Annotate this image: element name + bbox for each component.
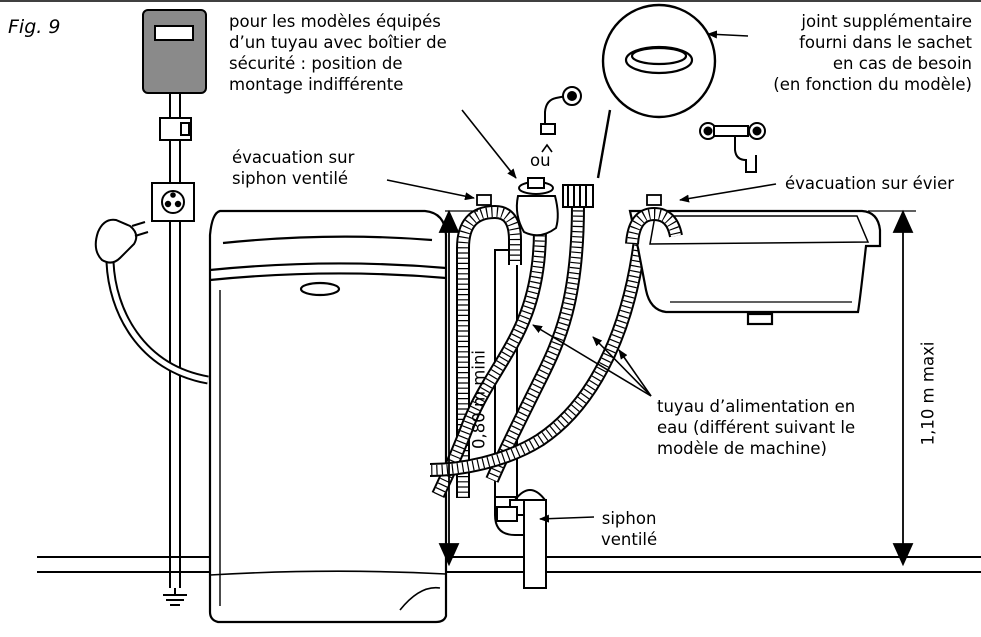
label-line: en cas de besoin (832, 54, 972, 73)
label-line: ventilé (601, 530, 658, 549)
dimension-max (868, 209, 916, 567)
label-or: ou (530, 151, 551, 170)
wall-tap-icon (699, 122, 766, 173)
dimension-min-label: 0,80 m mini (469, 350, 489, 449)
label-safety-box: pour les modèles équipés d’un tuyau avec… (229, 11, 447, 95)
label-line: eau (différent suivant le (657, 418, 856, 437)
sink (628, 209, 882, 326)
dimension-min (438, 209, 478, 567)
label-extra-seal: joint supplémentaire fourni dans le sach… (773, 11, 972, 95)
label-sink-drain: évacuation sur évier (785, 174, 955, 193)
figure-label: Fig. 9 (8, 16, 61, 38)
supply-hoses (429, 204, 647, 498)
label-line: fourni dans le sachet (799, 33, 972, 52)
electric-meter-box (142, 9, 207, 94)
label-line: évacuation sur (232, 148, 355, 167)
earth-ground-icon (163, 588, 187, 606)
label-vented-siphon: siphon ventilé (601, 508, 657, 550)
label-line: joint supplémentaire (801, 12, 972, 31)
label-line: d’un tuyau avec boîtier de (229, 33, 447, 52)
safety-box (515, 177, 559, 237)
floor (37, 556, 981, 573)
label-supply-hose: tuyau d’alimentation en eau (différent s… (657, 396, 855, 459)
label-line: pour les modèles équipés (229, 12, 441, 31)
drain-hose-sink (625, 194, 683, 245)
hose-nut (562, 184, 594, 208)
seal-magnifier (596, 3, 717, 179)
angled-tap-icon (540, 86, 582, 135)
dimension-max-label: 1,10 m maxi (918, 341, 938, 446)
electric-supply (142, 9, 207, 606)
label-vented-siphon-drain: évacuation sur siphon ventilé (232, 147, 354, 189)
lid-handle (299, 281, 341, 297)
or-caret (541, 143, 553, 153)
label-line: siphon (601, 509, 657, 528)
label-line: (en fonction du modèle) (773, 75, 972, 94)
leader-arrows (386, 30, 777, 523)
washing-machine (208, 209, 448, 624)
vented-siphon-pipe (494, 249, 547, 589)
label-line: montage indifférente (229, 75, 404, 94)
power-plug (94, 218, 209, 385)
drain-hose-siphon (456, 194, 522, 498)
label-line: siphon ventilé (232, 169, 349, 188)
label-line: modèle de machine) (657, 439, 827, 458)
label-line: tuyau d’alimentation en (657, 397, 856, 416)
label-line: sécurité : position de (229, 54, 403, 73)
